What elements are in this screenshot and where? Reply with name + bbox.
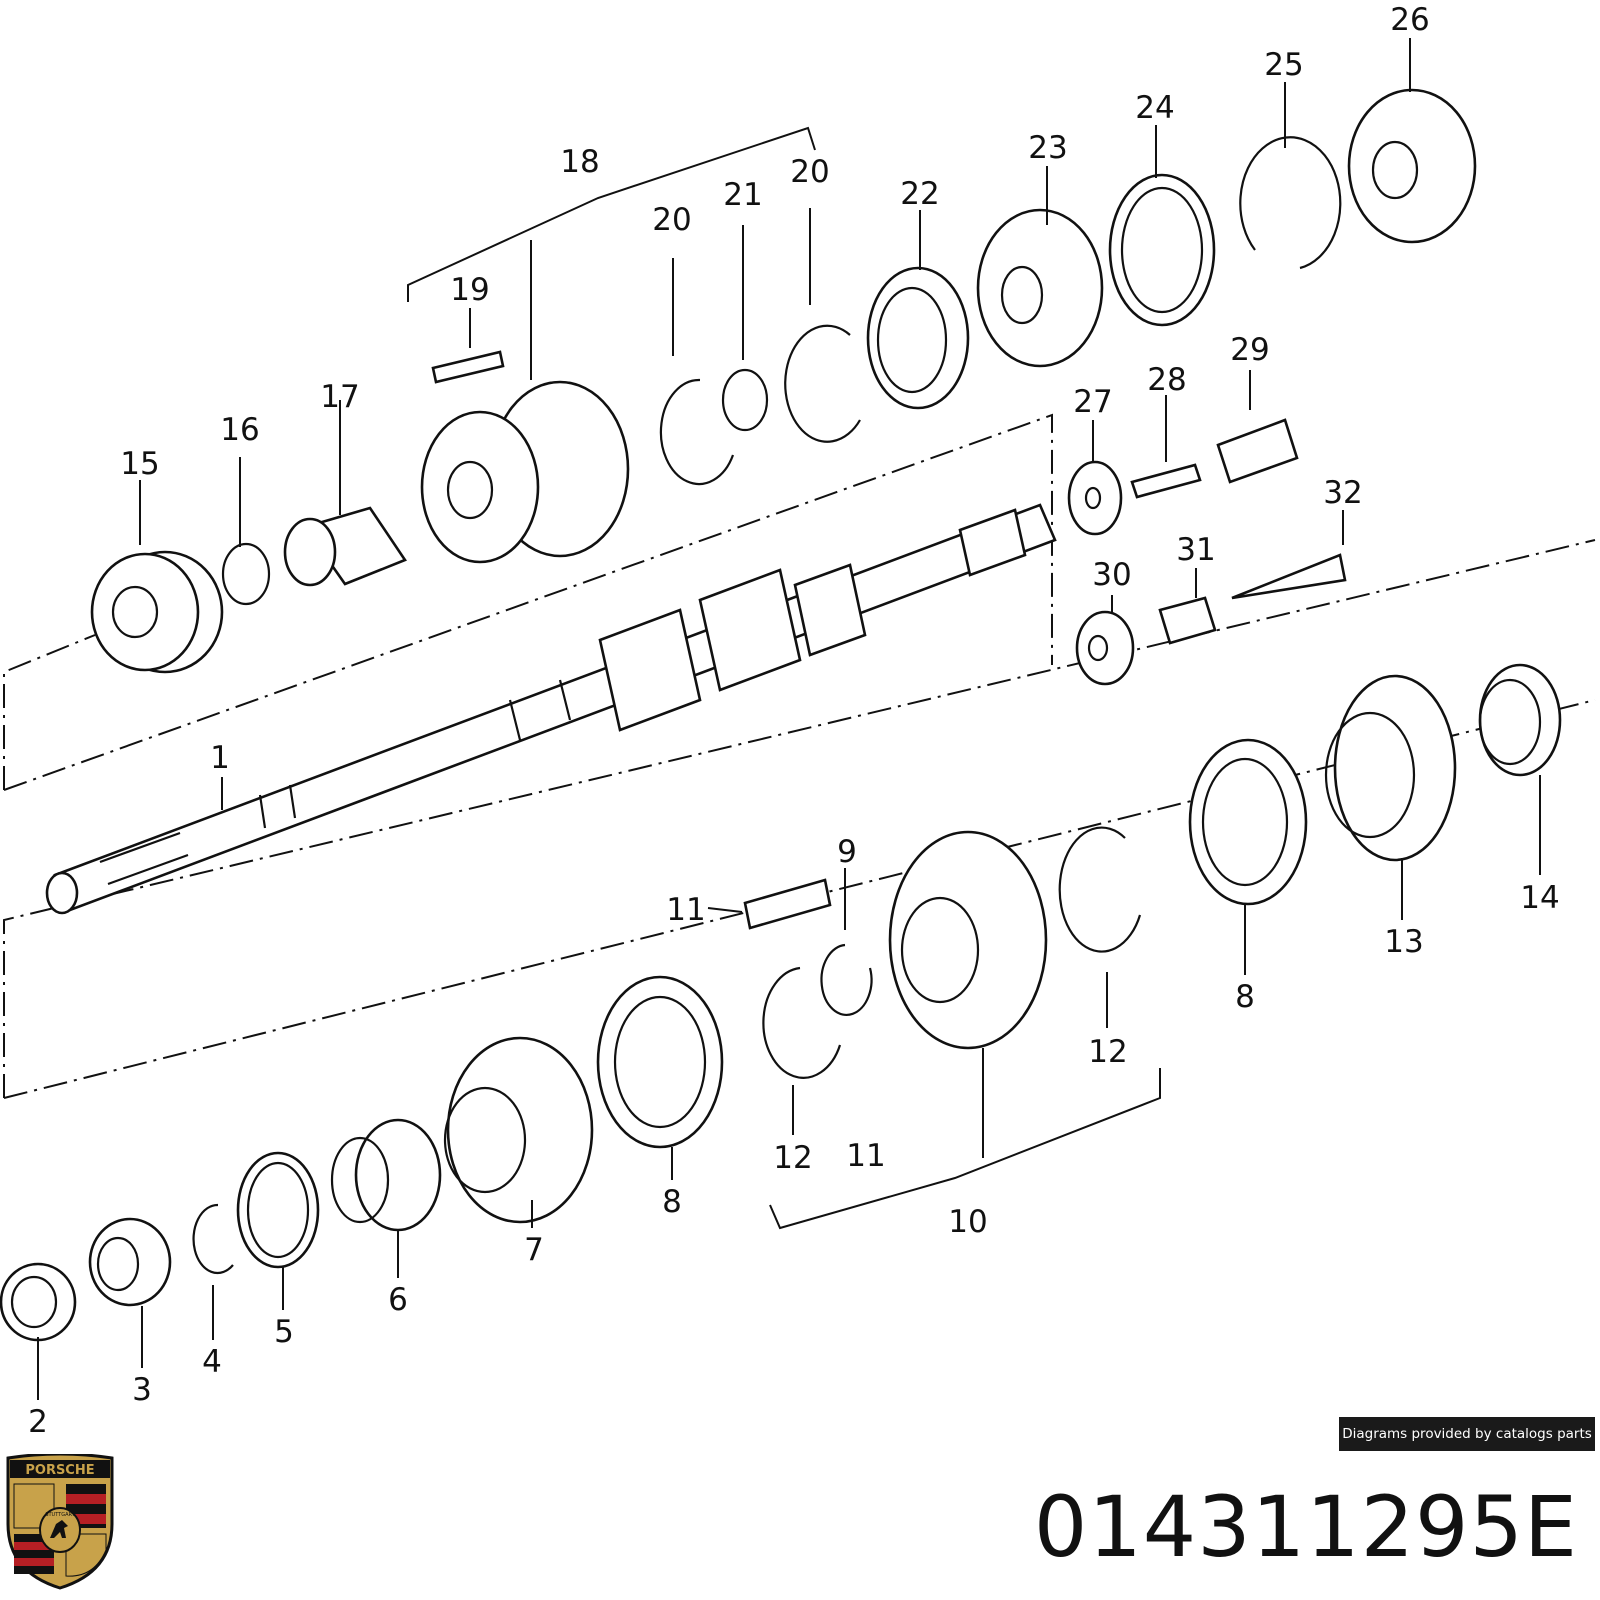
part-14-needle-bearing — [1478, 663, 1562, 777]
part-20-ring-b — [784, 324, 861, 443]
label-24: 24 — [1135, 90, 1174, 126]
label-22: 22 — [900, 176, 939, 212]
part-22-sync-ring — [866, 266, 970, 410]
part-5-washer — [236, 1151, 320, 1269]
part-4-circlip — [192, 1203, 234, 1275]
label-9: 9 — [837, 834, 857, 870]
part-12-ring — [762, 966, 842, 1079]
part-18-gear — [420, 380, 630, 564]
label-11: 11 — [666, 892, 705, 928]
label-2: 2 — [28, 1404, 48, 1440]
label-12: 12 — [773, 1140, 812, 1176]
part-7-gear — [443, 1036, 594, 1224]
label-7: 7 — [524, 1232, 544, 1268]
part-12-ring-b — [1058, 826, 1142, 953]
part-13-gear — [1324, 674, 1457, 862]
leader-lines — [37, 38, 1541, 1400]
part-25-circlip — [1239, 136, 1342, 270]
label-17: 17 — [320, 379, 359, 415]
part-20-ring — [659, 378, 735, 486]
part-30-washer — [1075, 610, 1135, 686]
label-29: 29 — [1230, 332, 1269, 368]
part-31-bushing — [1158, 596, 1217, 645]
label-20-b: 20 — [790, 154, 829, 190]
svg-text:STUTTGART: STUTTGART — [45, 1512, 75, 1518]
label-4: 4 — [202, 1344, 222, 1380]
part-3-needle-sleeve — [88, 1217, 172, 1307]
label-27: 27 — [1073, 384, 1112, 420]
main-shaft — [45, 503, 1057, 915]
part-6-needle-bearing — [330, 1118, 442, 1232]
part-11-key — [743, 878, 832, 930]
label-3: 3 — [132, 1372, 152, 1408]
label-31: 31 — [1176, 532, 1215, 568]
label-32: 32 — [1323, 475, 1362, 511]
part-28-bolt — [1130, 463, 1202, 499]
label-28: 28 — [1147, 362, 1186, 398]
label-20: 20 — [652, 202, 691, 238]
label-16: 16 — [220, 412, 259, 448]
part-10-sync-hub — [888, 830, 1048, 1050]
part-23-sync-hub — [976, 208, 1104, 368]
label-5: 5 — [274, 1314, 294, 1350]
label-18: 18 — [560, 144, 599, 180]
part-24-ring — [1108, 173, 1216, 327]
svg-text:PORSCHE: PORSCHE — [25, 1463, 94, 1478]
label-6: 6 — [388, 1282, 408, 1318]
label-23: 23 — [1028, 130, 1067, 166]
part-number: 014311295E — [1033, 1478, 1578, 1576]
label-26: 26 — [1390, 2, 1429, 38]
label-11-b: 11 — [846, 1138, 885, 1174]
label-10: 10 — [948, 1204, 987, 1240]
part-32-pin — [1231, 553, 1347, 600]
part-19-key — [431, 350, 505, 384]
diagram-credit-banner: Diagrams provided by catalogs parts — [1339, 1417, 1595, 1451]
label-12-b: 12 — [1088, 1034, 1127, 1070]
part-17-needle-bearing — [283, 506, 407, 587]
label-19: 19 — [450, 272, 489, 308]
part-27-washer — [1067, 460, 1123, 536]
label-30: 30 — [1092, 557, 1131, 593]
label-8: 8 — [662, 1184, 682, 1220]
label-1: 1 — [210, 740, 230, 776]
porsche-crest-logo: PORSCHE STUTTGART — [6, 1454, 114, 1590]
label-8-b: 8 — [1235, 979, 1255, 1015]
part-8-sync-ring — [596, 975, 724, 1149]
part-21-circlip — [721, 368, 769, 432]
part-15-bearing — [90, 550, 224, 674]
part-2-seal — [0, 1262, 77, 1342]
part-26-bearing — [1347, 88, 1477, 244]
label-14: 14 — [1520, 880, 1559, 916]
part-8-sync-ring-b — [1188, 738, 1308, 906]
label-21: 21 — [723, 177, 762, 213]
label-25: 25 — [1264, 47, 1303, 83]
part-29-nut — [1216, 418, 1299, 484]
label-13: 13 — [1384, 924, 1423, 960]
label-15: 15 — [120, 446, 159, 482]
callout-labels: 1 2 3 4 5 6 7 8 8 9 10 11 11 12 12 13 14… — [28, 2, 1560, 1440]
part-9-circlip — [820, 943, 873, 1017]
part-16-circlip — [221, 542, 271, 606]
